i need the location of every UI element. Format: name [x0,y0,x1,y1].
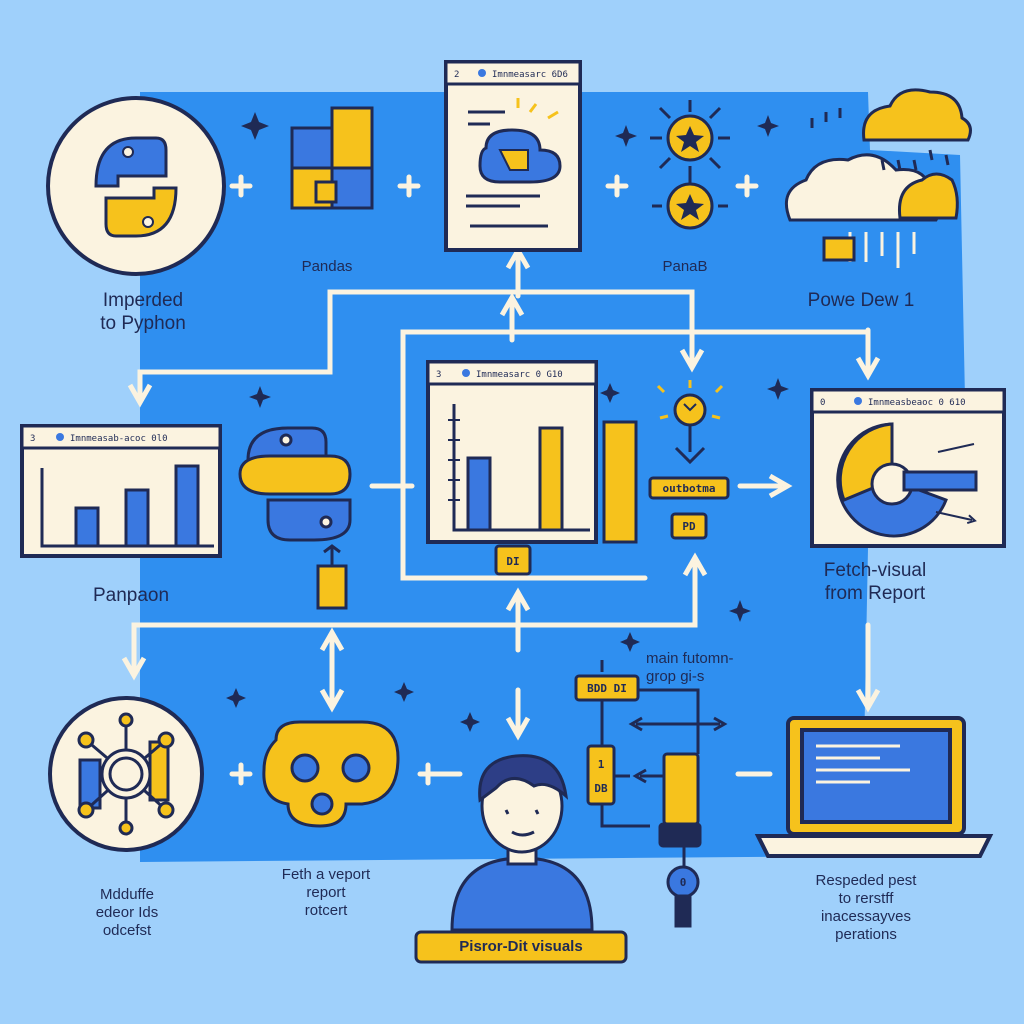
box-pd-text: PD [682,520,696,533]
label-pandas: Pandas [301,258,353,275]
hub-icon [48,696,204,852]
flow-boxes [414,674,702,964]
top-window [444,60,582,252]
left-window-num: 3 [30,434,35,444]
center-window [426,360,598,544]
label-modify-report: Mdduffe edeor Ids odcefst [95,886,159,939]
idea-icon [656,380,724,465]
box-bdd-text: BDD DI [587,682,627,695]
module-icon [262,720,400,828]
connector-lines [121,174,881,786]
label-boxes: outbotma PD DI [494,476,730,576]
flow-box-texts: BDD DI 1 DB 0 [587,682,686,889]
label-fetch-visual: Fetch-visual from Report [823,560,927,604]
python-logo-center-icon [238,426,352,610]
center-window-title: Imnmeasarc 0 G10 [476,370,563,380]
left-window [20,424,222,558]
right-window-title: Imnmeasbeaoc 0 610 [868,398,966,408]
laptop-icon [754,716,994,858]
python-logo-icon [46,96,226,276]
top-window-num: 2 [454,70,459,80]
box-d1-text: DI [506,555,519,568]
box-side1-text: 1 [598,758,605,771]
label-imported-python: Imperded to Pyphon [100,290,186,334]
left-window-title: Imnmeasab-acoc 0l0 [70,434,168,444]
label-render-visuals: Pisror-Dit visuals [459,938,583,955]
top-window-title: Imnmeasarc 6D6 [492,70,568,80]
cloud-icon [785,88,972,268]
star-badges [650,100,730,230]
center-window-num: 3 [436,370,441,380]
box-bulb-text: 0 [680,876,687,889]
center-bar-extra [602,420,638,544]
sparkles [226,112,789,732]
label-fetch-report: Feth a veport report rotcert [281,866,371,919]
label-main-function: main futomn- grop gi-s [646,650,734,685]
person-icon [450,754,594,932]
label-responded-post: Respeded pest to rerstff inacessayves pe… [815,872,917,943]
label-panpaon: Panpaon [92,585,170,606]
flow-controls [600,660,728,866]
window-titles: 2 Imnmeasarc 6D6 3 Imnmeasarc 0 G10 3 Im… [30,70,966,444]
box-outsforma-text: outbotma [663,482,716,495]
pandas-icon [290,106,374,210]
label-panab: PanaB [662,258,708,275]
box-side2-text: DB [594,782,608,795]
label-power-bi: Powe Dew 1 [807,290,915,311]
right-window-num: 0 [820,398,825,408]
right-window [810,388,1006,548]
